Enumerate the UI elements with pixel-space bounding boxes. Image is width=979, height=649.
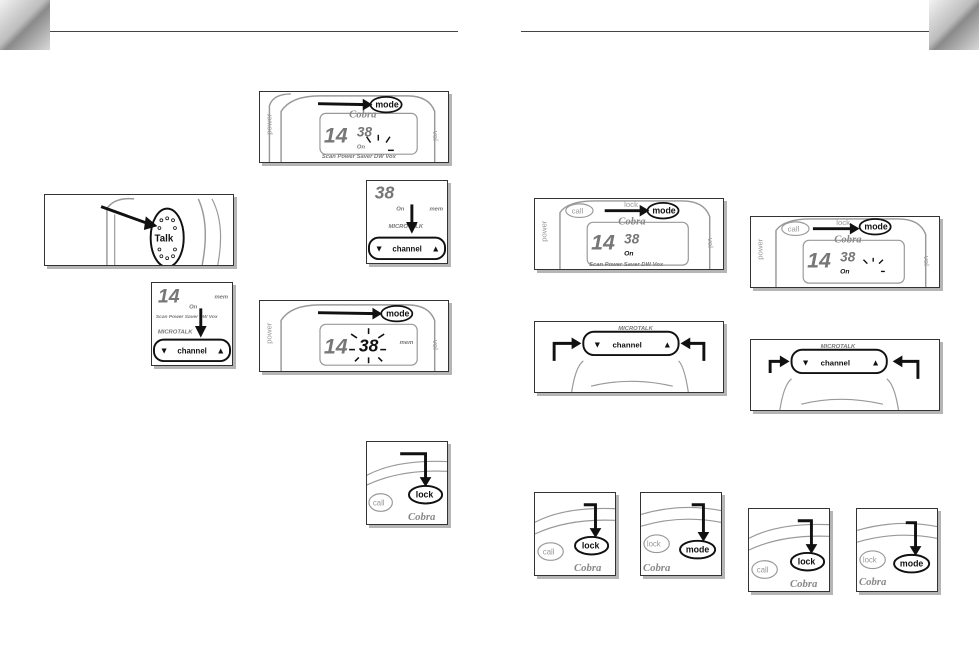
call-button-label: call [757, 565, 769, 574]
lcd-on: On [624, 250, 633, 257]
mode-button-small-illustration-2: lock mode Cobra [856, 508, 938, 592]
lock-button-label: lock [582, 541, 600, 551]
power-label: power [264, 113, 273, 135]
channel-down-icon: ▼ [801, 357, 810, 367]
microtalk-label: MICROTALK [618, 326, 653, 332]
lock-button-illustration-right: call lock Cobra [534, 492, 616, 576]
call-button-label: call [543, 547, 555, 556]
mode-channel-blink-illustration: 14 38 mem power vol mode [259, 300, 449, 372]
lcd-digits: 14 [324, 124, 348, 148]
call-button-label: call [788, 225, 800, 234]
mode-button-label: mode [900, 559, 924, 569]
lock-button-label: lock [798, 557, 816, 567]
brand-logo: Cobra [618, 215, 646, 227]
lcd-on: On [357, 144, 366, 150]
channel-both-buttons-illustration: MICROTALK ▼ channel ▲ [534, 321, 724, 393]
lcd-mem: mem [214, 295, 228, 301]
mode-button-label: mode [686, 545, 710, 555]
channel-both-buttons-illustration-2: MICROTALK ▼ channel ▲ [750, 339, 940, 411]
lock-button-label: lock [647, 540, 661, 549]
page-corner-left [0, 0, 50, 50]
power-label: power [539, 220, 548, 242]
brand-logo: Cobra [859, 576, 887, 588]
lock-button-label: lock [836, 218, 850, 227]
mode-button-illustration: 14 38 On Scan Power Saver DW Vox Cobra p… [259, 91, 449, 163]
brand-logo: Cobra [834, 233, 862, 245]
brand-logo: Cobra [643, 562, 671, 574]
power-label: power [264, 322, 273, 344]
channel-up-icon: ▲ [216, 345, 225, 355]
lcd-status: Scan Power Saver DW Vox [322, 154, 397, 160]
brand-logo: Cobra [574, 562, 602, 574]
mode-button-label: mode [375, 100, 398, 110]
lcd-channel: 38 [840, 250, 856, 265]
lcd-status: Scan Power Saver DW Vox [156, 314, 218, 320]
mode-button-illustration-right-2: call lock 14 38 On Cobra power vol mode [750, 216, 940, 288]
lcd-channel: 38 [624, 232, 640, 247]
header-rule-right [521, 31, 929, 32]
lcd-digits: 14 [591, 231, 615, 255]
brand-logo: Cobra [790, 578, 818, 590]
channel-up-icon: ▲ [431, 243, 440, 253]
brand-logo: Cobra [408, 511, 436, 523]
microtalk-label: MICROTALK [821, 344, 856, 350]
microtalk-label: MICROTALK [388, 224, 423, 230]
page-corner-right [929, 0, 979, 50]
mode-button-label: mode [652, 206, 675, 216]
vol-label: vol [431, 131, 440, 141]
lock-button-illustration: call lock Cobra [366, 441, 448, 525]
lcd-channel: 38 [375, 183, 395, 203]
lcd-on: On [189, 304, 198, 310]
lcd-digits: 14 [807, 249, 831, 273]
mode-button-small-illustration: lock mode Cobra [640, 492, 722, 576]
channel-button-illustration: 38 On mem MICROTALK ▼ channel ▲ [366, 180, 448, 264]
channel-button-label: channel [821, 358, 850, 367]
vol-label: vol [706, 238, 715, 248]
talk-button-illustration: Talk [44, 194, 234, 266]
lock-button-label: lock [416, 490, 434, 500]
lcd-on: On [840, 268, 849, 275]
channel-button-label: channel [177, 346, 206, 355]
vol-label: vol [431, 340, 440, 350]
lcd-mem: mem [429, 206, 443, 212]
mode-button-label: mode [386, 309, 409, 319]
lcd-mem: mem [400, 340, 414, 346]
channel-button-label: channel [392, 244, 421, 253]
vol-label: vol [922, 256, 931, 266]
mode-button-illustration-right: call lock 14 38 On Scan Power Saver DW V… [534, 198, 724, 270]
lcd-on: On [396, 206, 405, 212]
lcd-digits: 14 [158, 286, 180, 308]
channel-down-icon: ▼ [593, 339, 602, 349]
channel-down-icon: ▼ [160, 345, 169, 355]
lcd-channel-blinking: 38 [359, 336, 379, 356]
power-label: power [755, 238, 764, 260]
channel-up-icon: ▲ [663, 339, 672, 349]
lcd-digits: 14 [324, 335, 348, 359]
call-button-label: call [572, 207, 584, 216]
microtalk-label: MICROTALK [158, 330, 193, 336]
channel-down-icon: ▼ [375, 243, 384, 253]
brand-logo: Cobra [349, 108, 377, 120]
channel-down-illustration: 14 On mem Scan Power Saver DW Vox MICROT… [151, 282, 233, 366]
lock-button-label: lock [624, 200, 638, 209]
header-rule-left [50, 31, 458, 32]
call-button-label: call [373, 498, 385, 507]
mode-button-label: mode [864, 222, 887, 232]
talk-button-label: Talk [155, 234, 174, 245]
lcd-channel: 38 [357, 125, 373, 140]
channel-button-label: channel [612, 340, 641, 349]
lock-button-label: lock [863, 556, 877, 565]
channel-up-icon: ▲ [871, 357, 880, 367]
lock-button-illustration-right-2: call lock Cobra [748, 508, 830, 592]
lcd-status: Scan Power Saver DW Vox [589, 262, 664, 268]
